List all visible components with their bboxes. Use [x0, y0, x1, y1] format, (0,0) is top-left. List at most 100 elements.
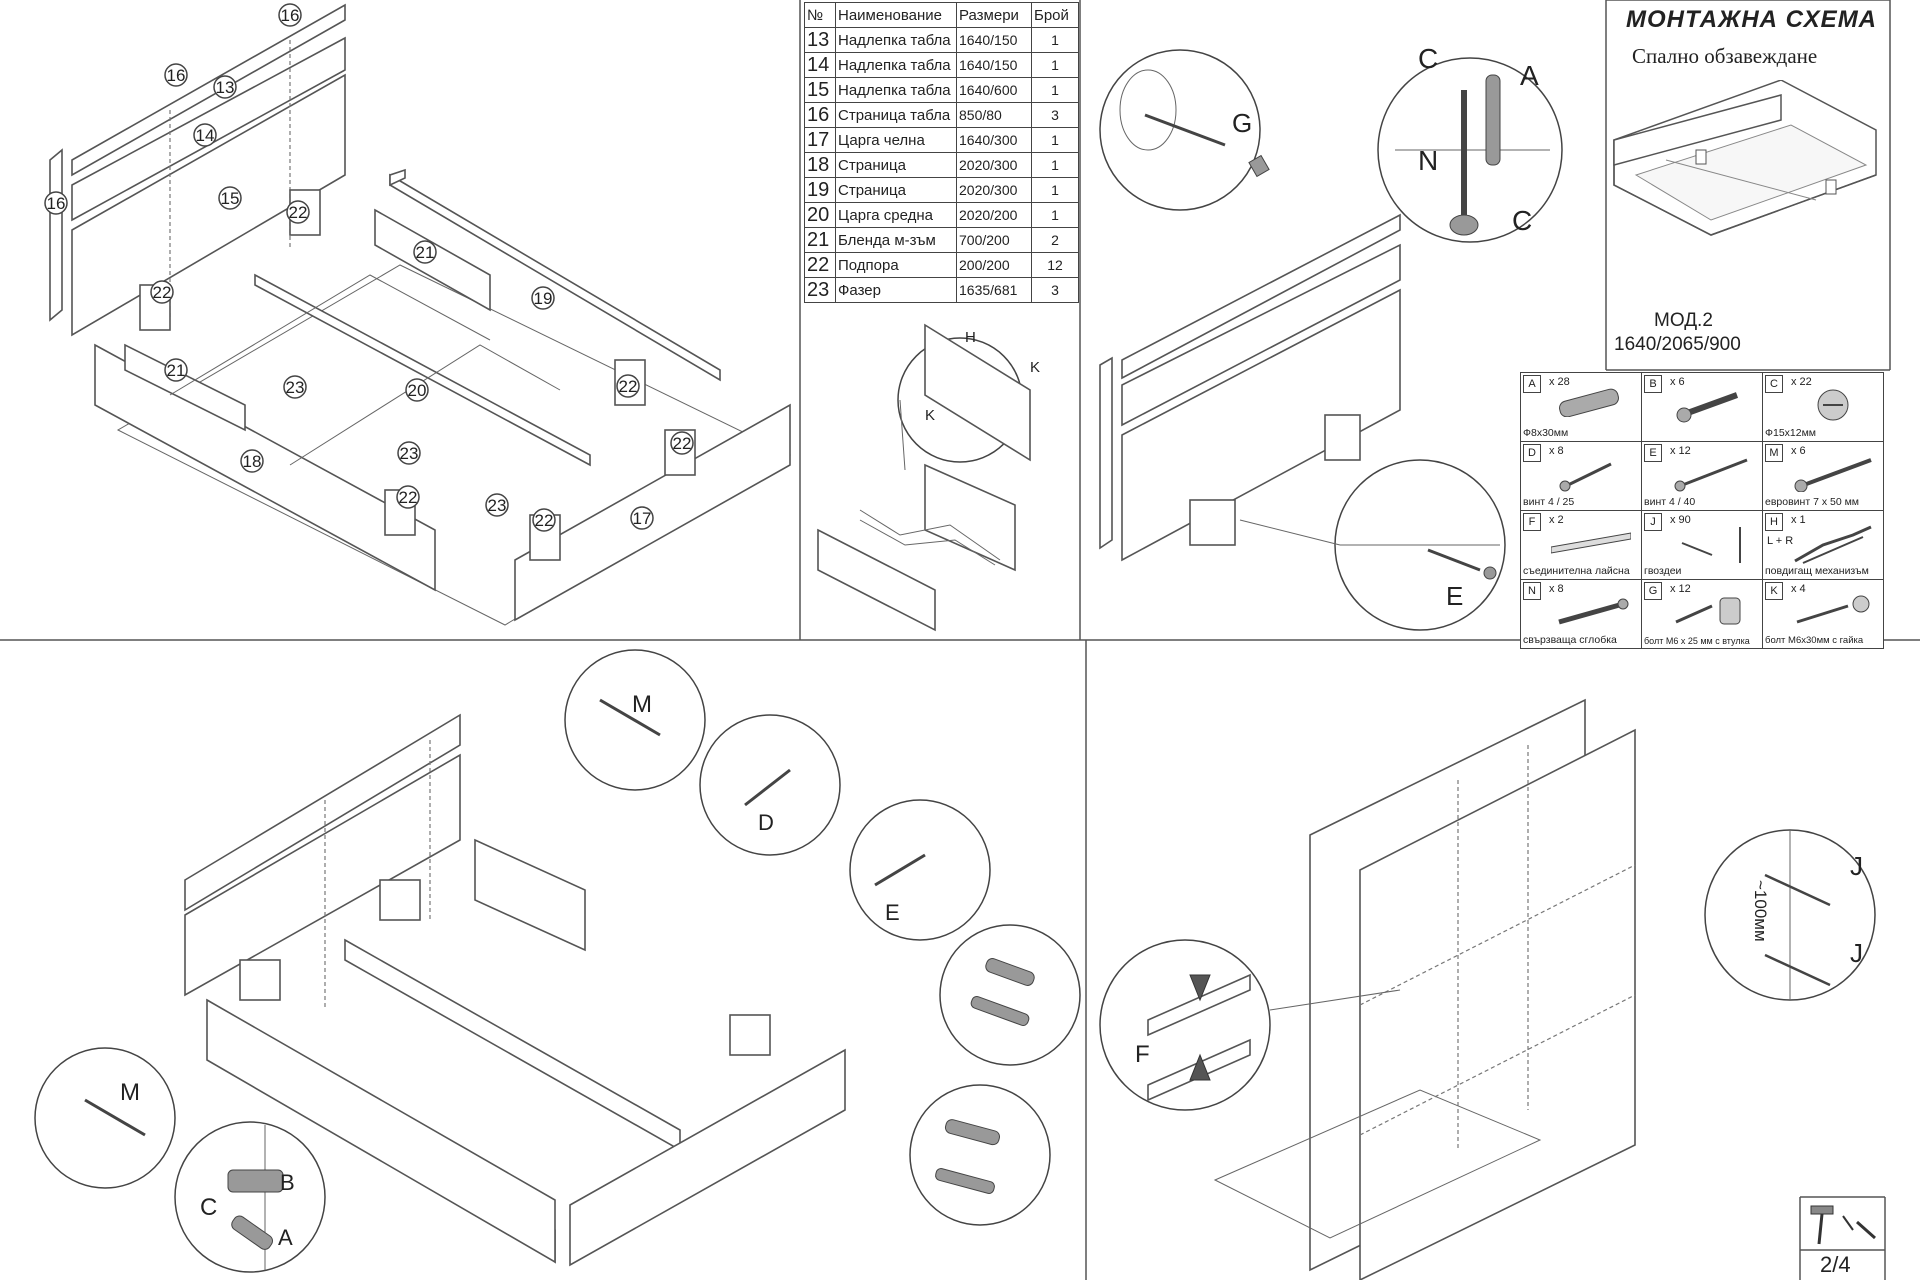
hardware-count: x 6 [1791, 445, 1806, 457]
svg-text:16: 16 [167, 66, 186, 85]
svg-text:19: 19 [534, 289, 553, 308]
parts-table-header: № Наименование Размери Брой [804, 2, 1079, 28]
title-block: МОНТАЖНА СХЕМА Спално обзавеждане МОД.2 … [1606, 0, 1890, 365]
page-number: 2/4 [1820, 1252, 1851, 1277]
hardware-item-a: A x 28 Ф8х30мм [1520, 372, 1642, 442]
hardware-code: N [1523, 582, 1541, 600]
hardware-code: K [1765, 582, 1783, 600]
part-no: 17 [804, 127, 836, 153]
svg-text:K: K [1030, 359, 1040, 376]
svg-text:H: H [965, 329, 976, 346]
part-size: 700/200 [956, 227, 1032, 253]
hardware-code: H [1765, 513, 1783, 531]
hardware-item-c: C x 22 Ф15х12мм [1762, 372, 1884, 442]
part-size: 2020/200 [956, 202, 1032, 228]
hardware-code: J [1644, 513, 1662, 531]
svg-text:D: D [758, 810, 774, 835]
part-size: 1635/681 [956, 277, 1032, 303]
svg-text:22: 22 [535, 511, 554, 530]
part-qty: 1 [1031, 177, 1079, 203]
parts-table: № Наименование Размери Брой 1 3 Надлепка т… [804, 2, 1079, 303]
part-qty: 1 [1031, 77, 1079, 103]
part-size: 1640/150 [956, 27, 1032, 53]
hardware-code: C [1765, 375, 1783, 393]
joint-strip-icon [1551, 532, 1631, 554]
hardware-count: x 12 [1670, 445, 1691, 457]
svg-text:N: N [1418, 145, 1438, 176]
svg-text:K: K [925, 407, 935, 424]
short-screw-icon [1559, 462, 1612, 492]
part-name: Надлепка табла [835, 77, 957, 103]
euro-screw-icon [1794, 458, 1872, 492]
part-no: 15 [804, 77, 836, 103]
hardware-desc: Ф8х30мм [1523, 427, 1569, 439]
callout-15: 15 [218, 186, 242, 210]
hardware-count: x 22 [1791, 376, 1812, 388]
hardware-item-b: B x 6 [1641, 372, 1763, 442]
hardware-desc: винт 4 / 40 [1644, 496, 1696, 508]
callout-23c: 23 [485, 493, 509, 517]
svg-text:21: 21 [416, 243, 435, 262]
dowel-icon [1559, 388, 1619, 417]
hardware-code: A [1523, 375, 1541, 393]
hardware-count: x 1 [1791, 514, 1806, 526]
callout-18: 18 [240, 449, 264, 473]
hardware-count: x 8 [1549, 583, 1564, 595]
frame-assembly: M D E M C B A [34, 649, 1081, 1273]
part-no: 19 [804, 177, 836, 203]
part-no: 14 [804, 52, 836, 78]
callout-22f: 22 [532, 508, 556, 532]
nail-icon [1681, 527, 1741, 563]
svg-text:~100мм: ~100мм [1751, 880, 1770, 942]
hardware-count: x 2 [1549, 514, 1564, 526]
callout-23b: 23 [397, 441, 421, 465]
bolt-sleeve-icon [1675, 597, 1741, 625]
hardware-item-d: D x 8 винт 4 / 25 [1520, 441, 1642, 511]
part-name: Надлепка табла [835, 27, 957, 53]
part-size: 2020/300 [956, 177, 1032, 203]
part-number-callouts: 16 16 13 14 16 15 22 22 21 19 21 23 20 2… [44, 3, 694, 532]
svg-text:A: A [278, 1225, 293, 1250]
callout-23a: 23 [283, 375, 307, 399]
callout-22a: 22 [286, 200, 310, 224]
cam-bolt-icon [1676, 392, 1739, 423]
callout-13: 13 [213, 75, 237, 99]
callout-14: 14 [193, 123, 217, 147]
hardware-desc: гвоздеи [1644, 565, 1682, 577]
part-size: 1640/150 [956, 52, 1032, 78]
part-size: 850/80 [956, 102, 1032, 128]
cam-lock-icon [1817, 389, 1849, 421]
svg-text:E: E [885, 900, 900, 925]
hardware-grid: A x 28 Ф8х30мм B x 6 C x 22 Ф15х12мм D x… [1520, 372, 1885, 650]
part-no: 20 [804, 202, 836, 228]
part-name: Страница табла [835, 102, 957, 128]
col-qty-header: Брой [1031, 2, 1079, 28]
svg-text:J: J [1850, 851, 1863, 881]
part-size: 200/200 [956, 252, 1032, 278]
part-name: Царга средна [835, 202, 957, 228]
hardware-count: x 28 [1549, 376, 1570, 388]
part-no: 16 [804, 102, 836, 128]
part-no: 22 [804, 252, 836, 278]
part-name: Страница [835, 152, 957, 178]
hardware-item-k: K x 4 болт М6х30мм с гайка [1762, 579, 1884, 649]
svg-text:M: M [632, 691, 652, 718]
hardware-desc: евровинт 7 х 50 мм [1765, 496, 1860, 508]
hardware-code: G [1644, 582, 1662, 600]
svg-text:F: F [1135, 1041, 1150, 1068]
col-name-header: Наименование [835, 2, 957, 28]
svg-text:22: 22 [153, 283, 172, 302]
part-qty: 3 [1031, 277, 1079, 303]
svg-text:M: M [120, 1079, 140, 1106]
part-size: 1640/600 [956, 77, 1032, 103]
hardware-count: x 4 [1791, 583, 1806, 595]
svg-text:B: B [280, 1170, 295, 1195]
hardware-code: D [1523, 444, 1541, 462]
